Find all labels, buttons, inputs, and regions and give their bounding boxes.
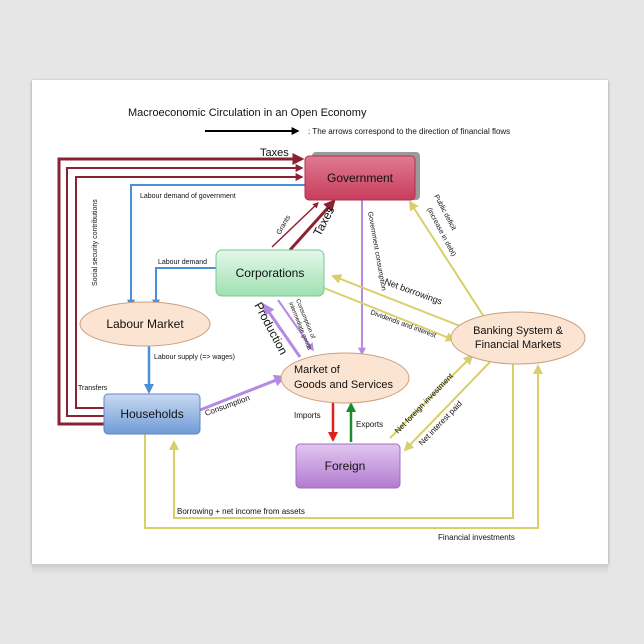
foreign-label: Foreign [325,459,366,473]
labour-supply-label: Labour supply (=> wages) [154,354,235,361]
borrowing-income-arrow [169,360,514,519]
production-arrow [262,303,302,358]
diagram-title: Macroeconomic Circulation in an Open Eco… [128,107,367,119]
banking-system-node: Banking System & Financial Markets [450,311,586,365]
imports-label: Imports [294,411,321,420]
exports-label: Exports [356,420,383,429]
legend-text: : The arrows correspond to the direction… [308,127,510,136]
taxes-flow-arrow [57,153,305,426]
taxes-top-label: Taxes [260,147,289,159]
households-label: Households [120,407,183,421]
social-security-flow-arrow [75,173,304,409]
labour-market-label: Labour Market [106,317,184,331]
grants-label: Grants [276,214,293,236]
corporations-node: Corporations [215,249,325,297]
corporations-label: Corporations [236,266,305,280]
market-goods-services-node: Market of Goods and Services [280,352,410,404]
transfers-flow-arrow [66,164,304,417]
grants-arrow [271,202,319,248]
market-label-line1: Market of [294,364,341,376]
financial-flows [144,200,543,529]
banking-label-line2: Financial Markets [475,339,562,351]
labour-market-node: Labour Market [79,301,211,347]
banking-label-line1: Banking System & [473,325,564,337]
transfers-label: Transfers [78,385,108,392]
labour-demand-label: Labour demand [158,259,207,266]
labour-flows [127,184,305,394]
poster-shadow [32,564,608,574]
social-security-label: Social security contributions [92,199,99,286]
net-borrowings-arrow [331,274,461,327]
consumption-arrow [199,374,287,412]
net-borrowings-label: Net borrowings [383,276,444,306]
borrowing-income-label: Borrowing + net income from assets [177,507,305,516]
households-node: Households [103,393,201,435]
labour-demand-government-arrow [127,184,305,308]
financial-investments-label: Financial investments [438,533,515,542]
corporate-taxes-arrow [288,199,336,252]
labour-demand-government-label: Labour demand of government [140,193,236,200]
market-label-line2: Goods and Services [294,379,394,391]
foreign-node: Foreign [295,443,401,489]
goods-flows [199,200,366,412]
net-interest-paid-arrow [403,361,491,452]
financial-investments-arrow [144,364,543,529]
consumption-intermediate-arrow [277,299,314,352]
labour-demand-arrow [152,267,216,308]
government-label: Government [327,171,394,185]
public-deficit-arrow [408,200,487,321]
net-foreign-investment-arrow [389,354,474,439]
government-consumption-label: Government consumption [366,211,387,291]
dividends-interest-arrow [323,287,456,342]
government-node: Government [304,152,420,201]
households-to-government-flows [57,153,336,426]
